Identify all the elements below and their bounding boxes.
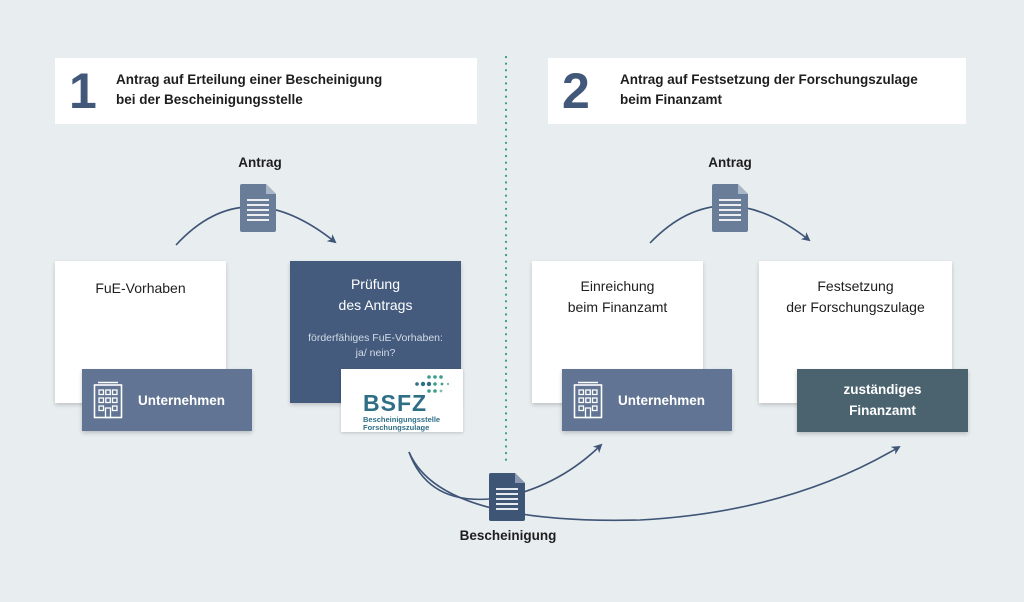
antrag-label-left: Antrag xyxy=(238,155,282,170)
building-icon xyxy=(573,381,603,419)
bsfz-line1: Bescheinigungsstelle xyxy=(363,415,441,424)
building-icon xyxy=(93,381,123,419)
step2-number: 2 xyxy=(562,63,590,119)
bsfz-dots-graphic xyxy=(415,375,450,393)
bsfz-wordmark: BSFZ xyxy=(363,390,428,416)
unternehmen-tag-left: Unternehmen xyxy=(82,369,252,431)
antrag-label-right: Antrag xyxy=(708,155,752,170)
finanzamt-label: zuständiges Finanzamt xyxy=(843,382,922,418)
fue-vorhaben-label: FuE-Vorhaben xyxy=(95,280,186,296)
unternehmen-label-left: Unternehmen xyxy=(138,392,226,408)
step2-header: 2 Antrag auf Festsetzung der Forschungsz… xyxy=(548,58,966,124)
step1-title: Antrag auf Erteilung einer Bescheinigung… xyxy=(116,72,383,107)
bsfz-logo: BSFZ Bescheinigungsstelle Forschungszula… xyxy=(341,369,463,432)
step1-header: 1 Antrag auf Erteilung einer Bescheinigu… xyxy=(55,58,477,124)
step1-number: 1 xyxy=(69,63,97,119)
pruefung-title: Prüfung des Antrags xyxy=(338,276,413,313)
bsfz-line2: Forschungszulage xyxy=(363,423,430,432)
unternehmen-label-right: Unternehmen xyxy=(618,392,706,408)
finanzamt-tag: zuständiges Finanzamt xyxy=(797,369,968,432)
document-icon xyxy=(712,184,748,232)
step2-title: Antrag auf Festsetzung der Forschungszul… xyxy=(620,72,918,107)
document-icon xyxy=(240,184,276,232)
document-icon xyxy=(489,473,525,521)
arrow-bescheinigung-to-finanzamt xyxy=(408,445,901,522)
festsetzung-label: Festsetzung der Forschungszulage xyxy=(786,278,925,315)
unternehmen-tag-right: Unternehmen xyxy=(562,369,732,431)
einreichung-label: Einreichung beim Finanzamt xyxy=(567,278,668,315)
bescheinigung-label: Bescheinigung xyxy=(459,528,557,543)
pruefung-subtext: förderfähiges FuE-Vorhaben: ja/ nein? xyxy=(308,332,443,359)
